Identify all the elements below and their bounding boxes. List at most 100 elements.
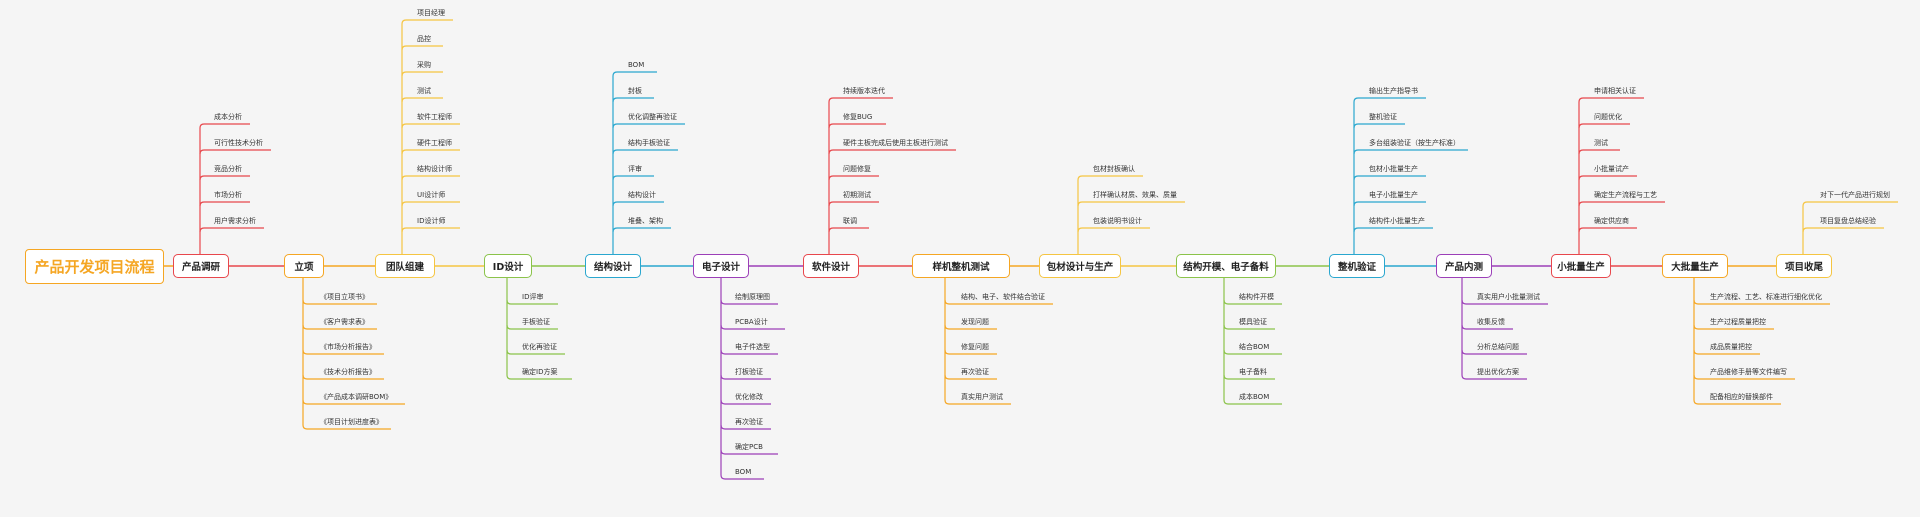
- leaf-label[interactable]: 采购: [417, 61, 431, 69]
- leaf-label[interactable]: 收集反馈: [1477, 318, 1505, 326]
- leaf-label[interactable]: 结构件小批量生产: [1369, 217, 1425, 225]
- leaf-label[interactable]: 用户需求分析: [214, 217, 256, 225]
- leaf-label[interactable]: 测试: [417, 87, 431, 95]
- leaf-label[interactable]: 绘制原理图: [735, 293, 770, 301]
- leaf-label[interactable]: 发现问题: [961, 318, 989, 326]
- leaf-label[interactable]: 品控: [417, 35, 431, 43]
- leaf-label[interactable]: ID评审: [522, 293, 544, 301]
- leaf-label[interactable]: 提出优化方案: [1477, 368, 1519, 376]
- leaf-label[interactable]: 结构设计: [628, 191, 656, 199]
- leaf-label[interactable]: 市场分析: [214, 191, 242, 199]
- leaf-label[interactable]: 结构手板验证: [628, 139, 670, 147]
- leaf-label[interactable]: 生产流程、工艺、标准进行细化优化: [1710, 293, 1822, 301]
- stage-node[interactable]: 整机验证: [1329, 254, 1385, 278]
- leaf-label[interactable]: 《项目计划进度表》: [320, 418, 383, 426]
- leaf-label[interactable]: 真实用户小批量测试: [1477, 293, 1540, 301]
- leaf-label[interactable]: PCBA设计: [735, 318, 768, 326]
- leaf-label[interactable]: 申请相关认证: [1594, 87, 1636, 95]
- leaf-label[interactable]: 修复BUG: [843, 113, 873, 121]
- leaf-label[interactable]: 包材小批量生产: [1369, 165, 1418, 173]
- leaf-label[interactable]: 产品维修手册等文件编写: [1710, 368, 1787, 376]
- leaf-label[interactable]: 确定PCB: [735, 443, 763, 451]
- stage-node[interactable]: 团队组建: [375, 254, 435, 278]
- leaf-label[interactable]: 优化修改: [735, 393, 763, 401]
- stage-node[interactable]: 大批量生产: [1662, 254, 1728, 278]
- leaf-label[interactable]: 结构设计师: [417, 165, 452, 173]
- stage-node[interactable]: 软件设计: [803, 254, 859, 278]
- stage-node[interactable]: 产品调研: [173, 254, 229, 278]
- leaf-label[interactable]: 评审: [628, 165, 642, 173]
- leaf-label[interactable]: UI设计师: [417, 191, 446, 199]
- leaf-label[interactable]: 硬件工程师: [417, 139, 452, 147]
- leaf-label[interactable]: 优化再验证: [522, 343, 557, 351]
- leaf-label[interactable]: 电子备料: [1239, 368, 1267, 376]
- stage-node[interactable]: 产品内测: [1436, 254, 1492, 278]
- leaf-label[interactable]: 电子件选型: [735, 343, 770, 351]
- stage-node[interactable]: ID设计: [484, 254, 532, 278]
- leaf-label[interactable]: 软件工程师: [417, 113, 452, 121]
- leaf-label[interactable]: 成本BOM: [1239, 393, 1270, 401]
- leaf-label[interactable]: 问题优化: [1594, 113, 1622, 121]
- leaf-label[interactable]: 电子小批量生产: [1369, 191, 1418, 199]
- leaf-label[interactable]: BOM: [735, 468, 752, 476]
- leaf-label[interactable]: 真实用户测试: [961, 393, 1003, 401]
- leaf-label[interactable]: 《项目立项书》: [320, 293, 369, 301]
- leaf-label[interactable]: 包材封板确认: [1093, 165, 1135, 173]
- leaf-connector: [401, 45, 407, 51]
- leaf-label[interactable]: 分析总结问题: [1477, 343, 1519, 351]
- leaf-label[interactable]: 优化调整再验证: [628, 113, 677, 121]
- leaf-label[interactable]: 项目经理: [417, 9, 445, 17]
- leaf-label[interactable]: 多台组装验证（按生产标准）: [1369, 139, 1460, 147]
- leaf-label[interactable]: 结构、电子、软件结合验证: [961, 293, 1045, 301]
- leaf-label[interactable]: 成本分析: [214, 113, 242, 121]
- leaf-label[interactable]: 再次验证: [961, 368, 989, 376]
- leaf-label[interactable]: 再次验证: [735, 418, 763, 426]
- leaf-label[interactable]: 项目复盘总结经验: [1820, 217, 1876, 225]
- root-node[interactable]: 产品开发项目流程: [25, 249, 164, 284]
- leaf-label[interactable]: 《产品成本调研BOM》: [320, 393, 393, 401]
- leaf-label[interactable]: 确定生产流程与工艺: [1594, 191, 1657, 199]
- leaf-label[interactable]: 配备相应的替换部件: [1710, 393, 1773, 401]
- leaf-label[interactable]: 对下一代产品进行规划: [1820, 191, 1890, 199]
- stage-node[interactable]: 样机整机测试: [912, 254, 1010, 278]
- leaf-label[interactable]: 《技术分析报告》: [320, 368, 376, 376]
- leaf-label[interactable]: 包装说明书设计: [1093, 217, 1142, 225]
- leaf-label[interactable]: 生产过程质量把控: [1710, 318, 1766, 326]
- leaf-label[interactable]: 整机验证: [1369, 113, 1397, 121]
- leaf-label[interactable]: 竞品分析: [214, 165, 242, 173]
- leaf-label[interactable]: 硬件主板完成后使用主板进行测试: [843, 139, 948, 147]
- leaf-label[interactable]: 确定供应商: [1594, 217, 1629, 225]
- leaf-label[interactable]: 结构件开模: [1239, 293, 1274, 301]
- leaf-label[interactable]: 持续版本迭代: [843, 87, 885, 95]
- stage-node[interactable]: 包材设计与生产: [1039, 254, 1121, 278]
- leaf-connector: [199, 149, 205, 155]
- leaf-label[interactable]: 《客户需求表》: [320, 318, 369, 326]
- leaf-label[interactable]: 确定ID方案: [522, 368, 558, 376]
- leaf-label[interactable]: 输出生产指导书: [1369, 87, 1418, 95]
- stage-node[interactable]: 项目收尾: [1776, 254, 1832, 278]
- leaf-label[interactable]: 打样确认材质、效果、质量: [1093, 191, 1177, 199]
- leaf-label[interactable]: 初期测试: [843, 191, 871, 199]
- leaf-label[interactable]: 联调: [843, 217, 857, 225]
- leaf-label[interactable]: 小批量试产: [1594, 165, 1629, 173]
- leaf-label[interactable]: 堆叠、架构: [628, 217, 663, 225]
- leaf-label[interactable]: 问题修复: [843, 165, 871, 173]
- leaf-label[interactable]: 测试: [1594, 139, 1608, 147]
- stage-node[interactable]: 结构开模、电子备料: [1176, 254, 1276, 278]
- leaf-label[interactable]: BOM: [628, 61, 645, 69]
- leaf-label[interactable]: 结合BOM: [1239, 343, 1270, 351]
- leaf-label[interactable]: 成品质量把控: [1710, 343, 1752, 351]
- leaf-label[interactable]: 手板验证: [522, 318, 550, 326]
- stage-node[interactable]: 电子设计: [693, 254, 749, 278]
- stage-node[interactable]: 结构设计: [585, 254, 641, 278]
- leaf-label[interactable]: 封板: [628, 87, 642, 95]
- stage-node[interactable]: 小批量生产: [1551, 254, 1611, 278]
- leaf-label[interactable]: 《市场分析报告》: [320, 343, 376, 351]
- leaf-label[interactable]: 可行性技术分析: [214, 139, 263, 147]
- leaf-label[interactable]: 打板验证: [735, 368, 763, 376]
- leaf-label[interactable]: 修复问题: [961, 343, 989, 351]
- leaf-label[interactable]: ID设计师: [417, 217, 446, 225]
- leaf-label[interactable]: 模具验证: [1239, 318, 1267, 326]
- stage-node[interactable]: 立项: [284, 254, 324, 278]
